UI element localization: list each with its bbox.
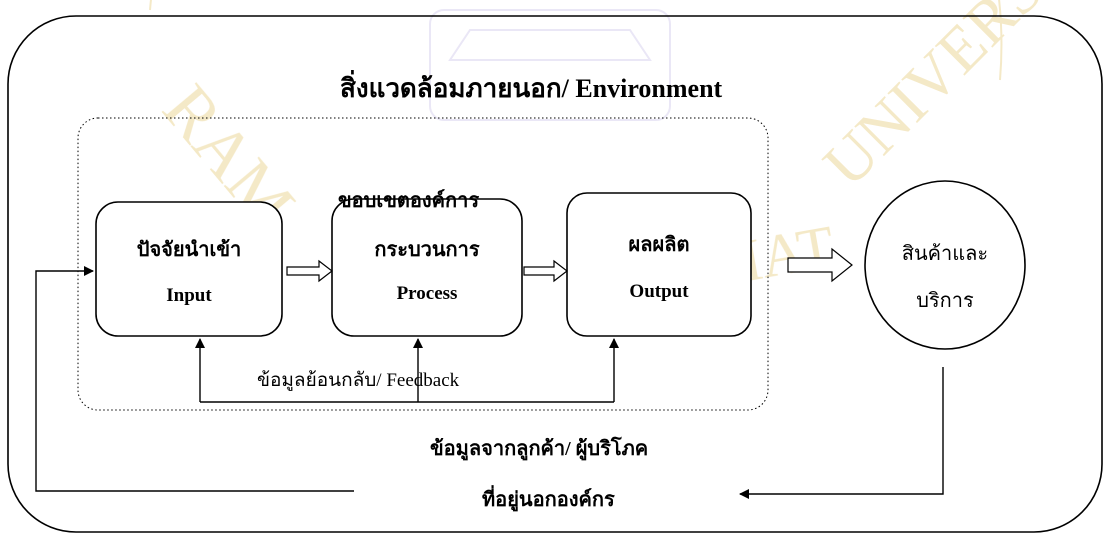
products-circle: [864, 180, 1026, 350]
input-label-en: Input: [166, 285, 212, 306]
arrow-input-to-process: [286, 259, 333, 283]
internal-feedback-label: ข้อมูลย้อนกลับ/ Feedback: [257, 370, 460, 391]
process-label-en: Process: [396, 283, 458, 304]
external-feedback-label-line2: ที่อยู่นอกองค์กร: [482, 489, 615, 511]
internal-feedback-lines: [195, 338, 619, 403]
external-feedback-label-line1: ข้อมูลจากลูกค้า/ ผู้บริโภค: [430, 438, 649, 460]
products-label-line1: สินค้าและ: [901, 243, 989, 265]
process-box: [331, 198, 523, 337]
external-feedback-lines: [35, 266, 944, 499]
output-box: [566, 192, 752, 337]
arrow-process-to-output: [523, 259, 568, 283]
environment-label: สิ่งแวดล้อมภายนอก/ Environment: [340, 74, 723, 103]
output-label-en: Output: [629, 281, 689, 302]
arrow-output-to-products: [787, 247, 853, 283]
svg-text:UNIVERS: UNIVERS: [810, 0, 1056, 200]
output-label-th: ผลผลิต: [628, 234, 690, 256]
organization-boundary: [77, 117, 769, 411]
organization-boundary-label: ขอบเขตองค์การ: [338, 190, 480, 212]
process-label-th: กระบวนการ: [374, 239, 480, 261]
environment-frame: [7, 15, 1103, 533]
input-box: [95, 201, 283, 337]
input-label-th: ปัจจัยนำเข้า: [136, 239, 242, 261]
products-label-line2: บริการ: [916, 290, 974, 312]
